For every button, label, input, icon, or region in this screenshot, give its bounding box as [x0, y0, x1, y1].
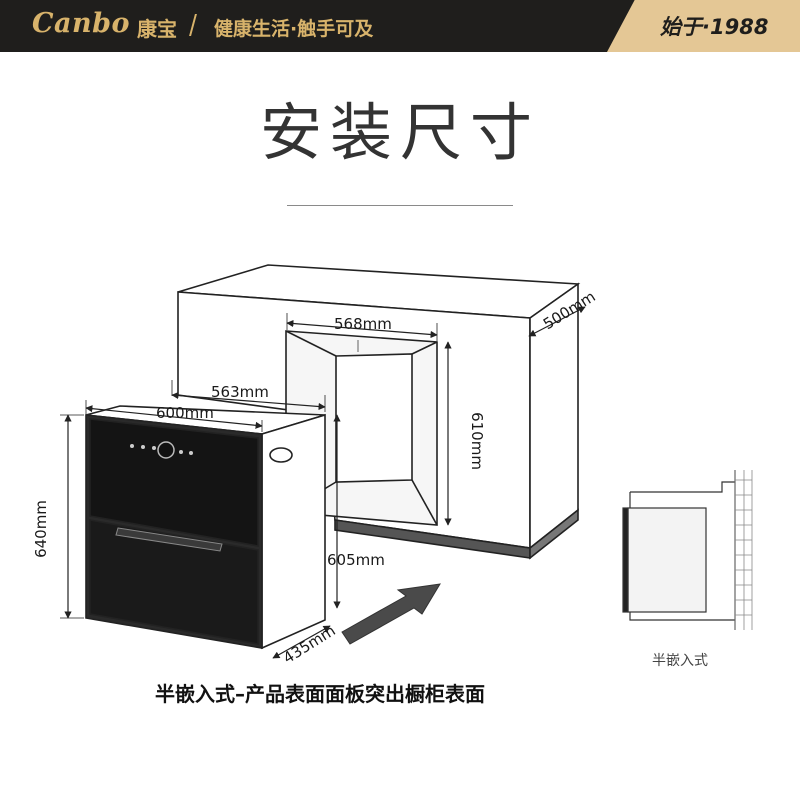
dim-unit-panel-height: 640mm	[31, 500, 50, 558]
inset-unit	[627, 507, 707, 613]
dimension-lines	[60, 306, 586, 659]
unit-side	[261, 413, 326, 650]
dim-opening-height: 610mm	[467, 412, 486, 470]
cabinet-base-side	[529, 508, 579, 560]
disinfection-unit	[85, 405, 326, 650]
dim-unit-body-height: 605mm	[327, 551, 385, 569]
brand-name-cn: 康宝	[137, 17, 177, 41]
title-underline	[287, 205, 513, 206]
opening-back-wall	[335, 353, 413, 483]
brand-logo: Canbo	[32, 8, 131, 39]
dim-unit-panel-width: 600mm	[156, 404, 214, 422]
power-knob	[157, 441, 175, 459]
lower-drawer	[89, 519, 259, 645]
installation-caption: 半嵌入式–产品表面面板突出橱柜表面	[155, 682, 485, 706]
upper-door-glass	[89, 418, 259, 547]
inset-caption: 半嵌入式	[652, 653, 708, 669]
side-section-inset	[622, 470, 753, 630]
since-year: 始于·1988	[660, 15, 769, 39]
handle-recess	[269, 447, 293, 463]
dim-unit-body-width: 563mm	[211, 383, 269, 401]
page-title: 安装尺寸	[259, 96, 540, 169]
dim-opening-width: 568mm	[334, 315, 392, 333]
drawer-handle	[115, 527, 223, 552]
insert-direction-arrow	[341, 583, 441, 645]
brand-slogan: 健康生活·触手可及	[214, 18, 374, 40]
